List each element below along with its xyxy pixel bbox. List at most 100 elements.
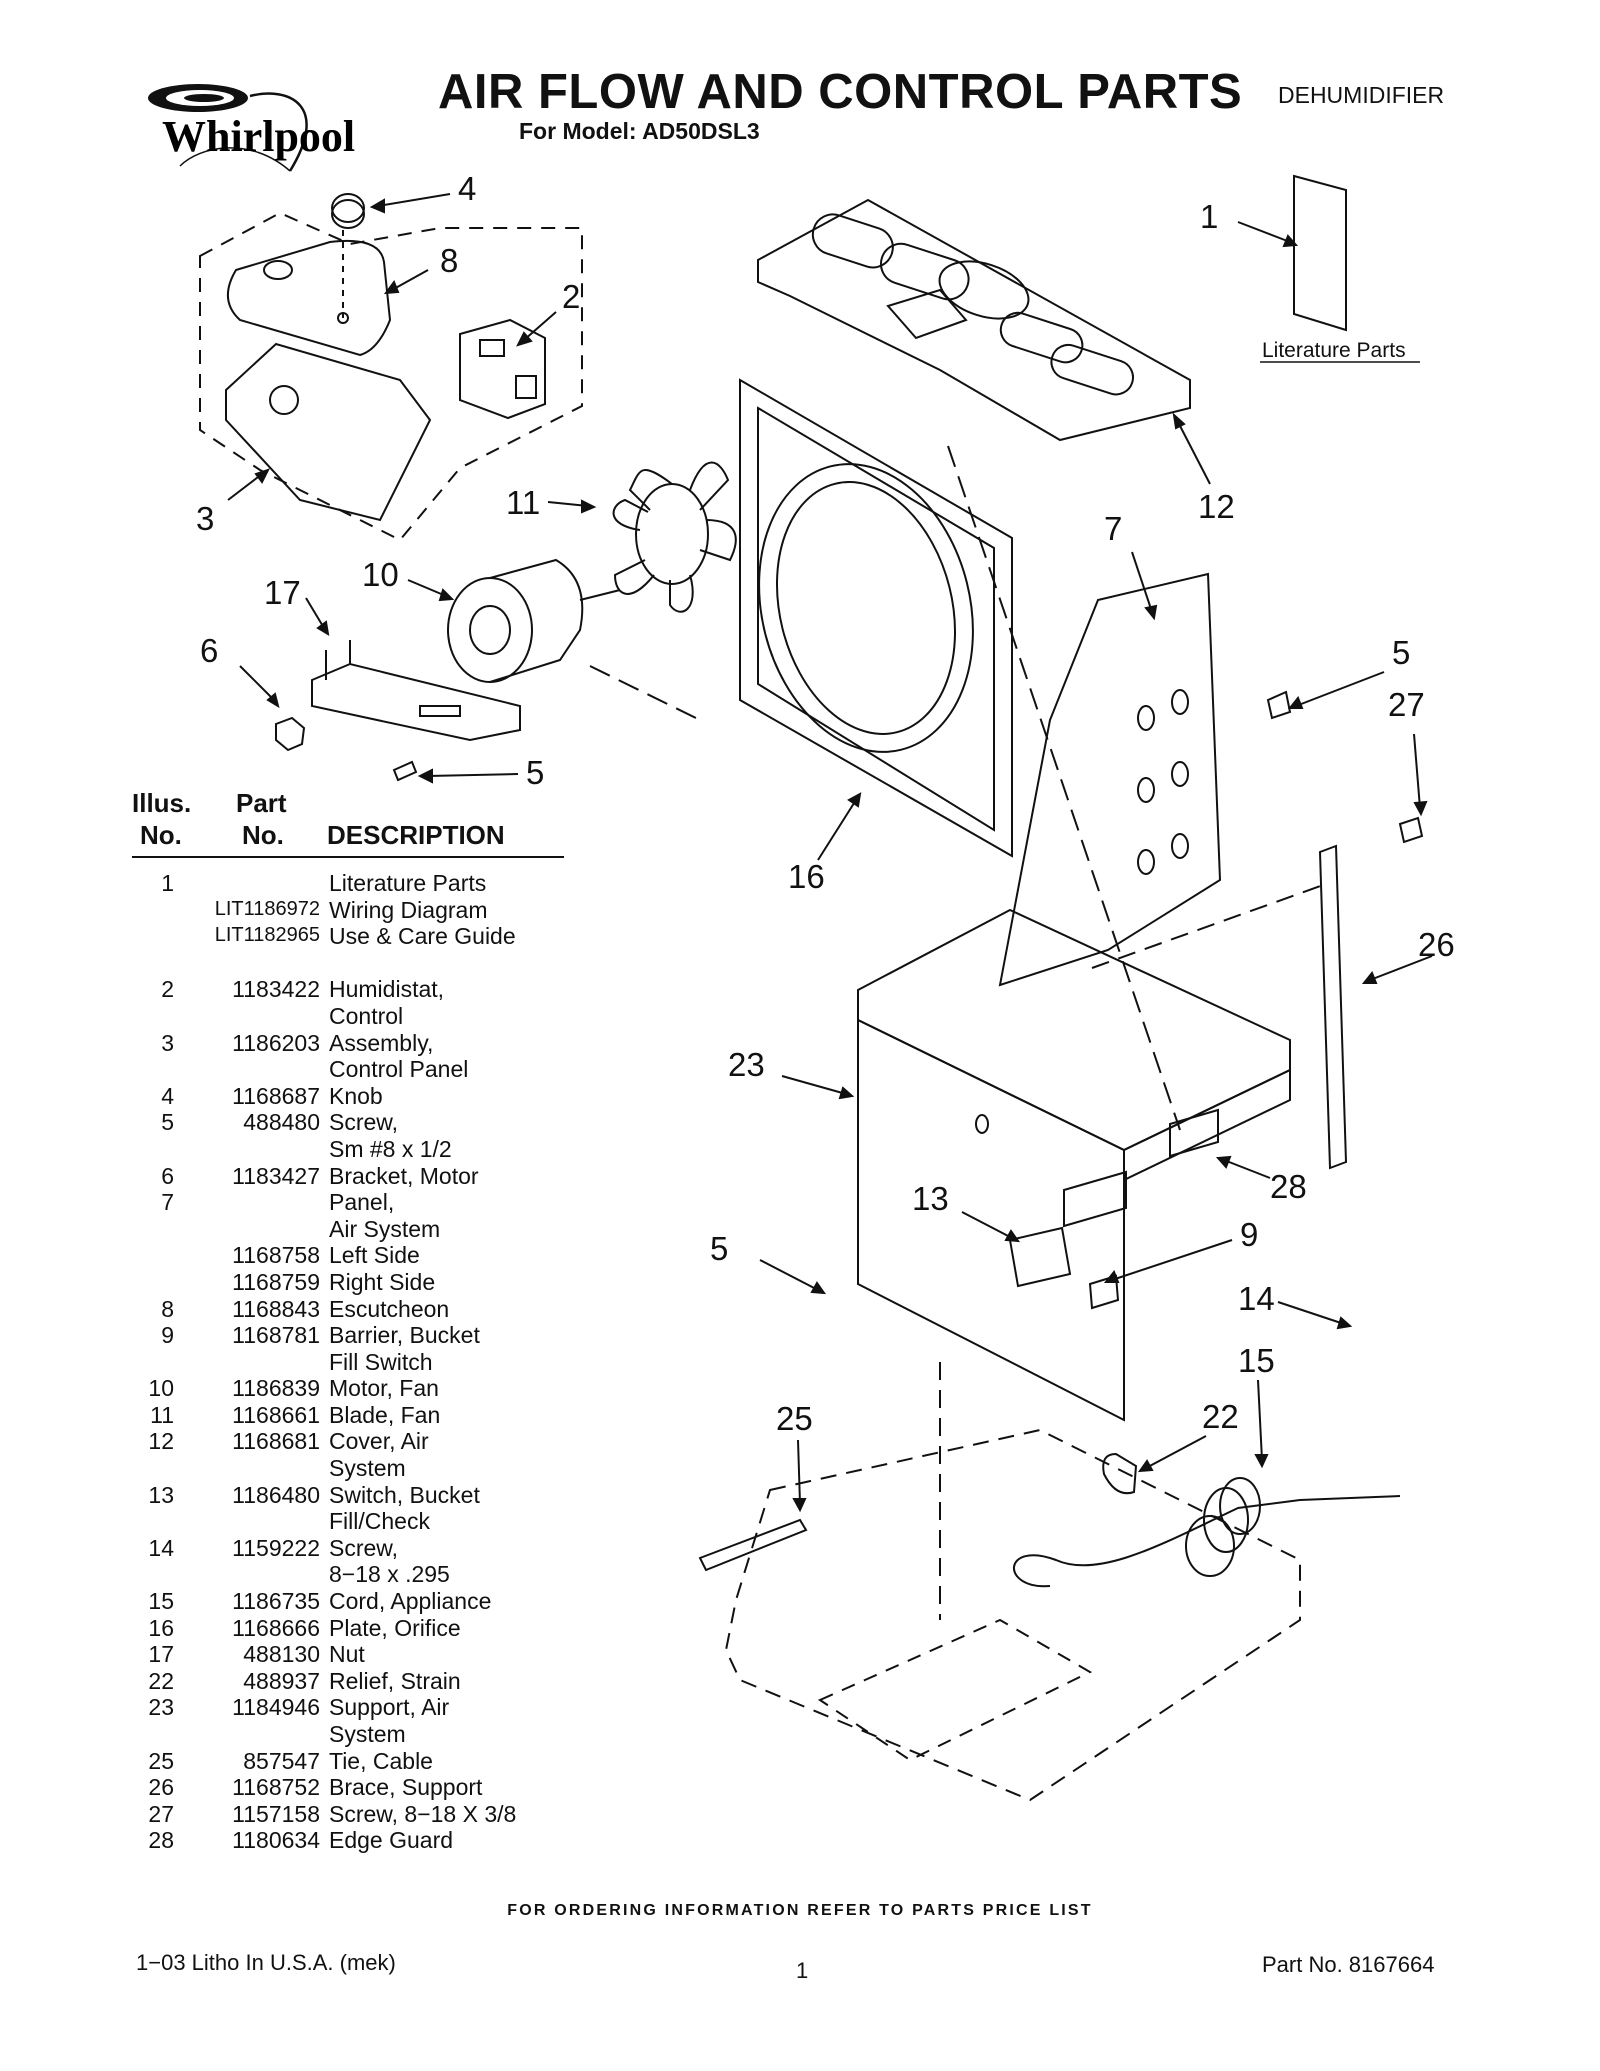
table-row: System [132,1721,612,1748]
table-row: Control Panel [132,1056,612,1083]
part-description: Plate, Orifice [329,1614,461,1641]
control-assembly-outline [199,211,583,542]
illus-number: 12 [148,1428,174,1455]
part-description: Screw, [329,1534,399,1561]
callout-8: 8 [440,242,458,279]
literature-booklet [1293,174,1347,332]
callout-17: 17 [264,574,301,611]
table-row: 2 1183422 Humidistat, [132,976,612,1003]
part-number: 1168661 [232,1401,320,1428]
part-description: Air System [329,1215,441,1242]
fan-motor-part [447,558,621,683]
part-number: 1183422 [232,976,320,1003]
illus-number: 26 [148,1774,174,1801]
strain-relief-part [1102,1452,1138,1495]
callout-22: 22 [1202,1398,1239,1435]
part-description: Barrier, Bucket [329,1322,480,1349]
humidistat-part [459,318,546,420]
table-row: 1168759 Right Side [132,1269,612,1296]
part-number: 488130 [243,1641,320,1668]
bucket-switch-part [1008,1226,1120,1310]
illus-number: 6 [161,1162,174,1189]
model-subtitle: For Model: AD50DSL3 [519,118,760,144]
part-description: Blade, Fan [329,1401,441,1428]
part-header-line2: No. [242,820,284,850]
exploded-parts-diagram: 4 8 2 3 1 12 11 10 17 6 7 5 27 5 16 26 2… [196,170,1455,1802]
part-number: 1168752 [232,1774,320,1801]
illus-number: 1 [161,870,174,896]
callout-11: 11 [506,484,540,521]
part-description: Control Panel [329,1056,469,1083]
callout-25: 25 [776,1400,813,1437]
part-description: Right Side [329,1268,436,1295]
illus-header-line2: No. [140,820,182,850]
callout-9: 9 [1240,1216,1258,1253]
part-number: 1168666 [232,1614,320,1641]
part-number: LIT1186972 [214,897,320,920]
callout-23: 23 [728,1046,765,1083]
part-description: Humidistat, [329,976,445,1003]
illus-number: 14 [148,1534,174,1561]
screw-27-part [1398,816,1424,844]
part-description: Escutcheon [329,1295,450,1322]
base-pan-part [724,1428,1301,1802]
part-description: Wiring Diagram [329,896,488,923]
callout-15: 15 [1238,1342,1275,1379]
illus-number: 7 [161,1189,174,1216]
literature-caption: Literature Parts [1262,339,1406,362]
part-description: Support, Air [329,1694,450,1721]
illus-number: 25 [148,1747,174,1774]
callout-1: 1 [1200,198,1218,235]
part-description: Tie, Cable [329,1747,433,1774]
part-description: 8−18 x .295 [329,1561,450,1588]
part-number: 1168687 [232,1082,320,1109]
part-description: Screw, [329,1109,399,1136]
part-description: Control [329,1002,404,1029]
illus-number: 28 [148,1827,174,1854]
part-number: 488480 [243,1109,320,1136]
callout-5-left: 5 [526,754,544,791]
table-row: Air System [132,1216,612,1243]
part-description: Cord, Appliance [329,1588,492,1615]
illus-number: 23 [148,1694,174,1721]
illus-number: 2 [161,976,174,1003]
fan-blade-part [612,461,737,613]
illus-number: 8 [161,1295,174,1322]
table-row: 1 Literature Parts [132,870,612,897]
part-number: 1186735 [232,1588,320,1615]
part-description: Motor, Fan [329,1375,439,1402]
part-description: Fill Switch [329,1348,433,1375]
callout-27: 27 [1388,686,1425,723]
illus-number: 5 [161,1109,174,1136]
part-description: Assembly, [329,1029,434,1056]
callout-13: 13 [912,1180,949,1217]
table-row: 23 1184946 Support, Air [132,1694,612,1721]
part-number: 1184946 [232,1694,320,1721]
illus-number: 27 [148,1800,174,1827]
part-description: System [329,1455,406,1482]
part-number: 1157158 [232,1800,320,1827]
part-number: 1168759 [232,1268,320,1295]
part-description: Literature Parts [329,870,487,896]
part-header-line1: Part [236,788,287,818]
side-panel-part [998,572,1222,987]
callout-5-lower-left: 5 [710,1230,728,1267]
power-cord-part [1013,1477,1401,1588]
part-number: 1168781 [232,1322,320,1349]
table-row-spacer [132,950,612,977]
part-description: Bracket, Motor [329,1162,479,1189]
part-number: 1168681 [232,1428,320,1455]
part-number: 1186480 [232,1481,320,1508]
part-description: Panel, [329,1189,395,1216]
